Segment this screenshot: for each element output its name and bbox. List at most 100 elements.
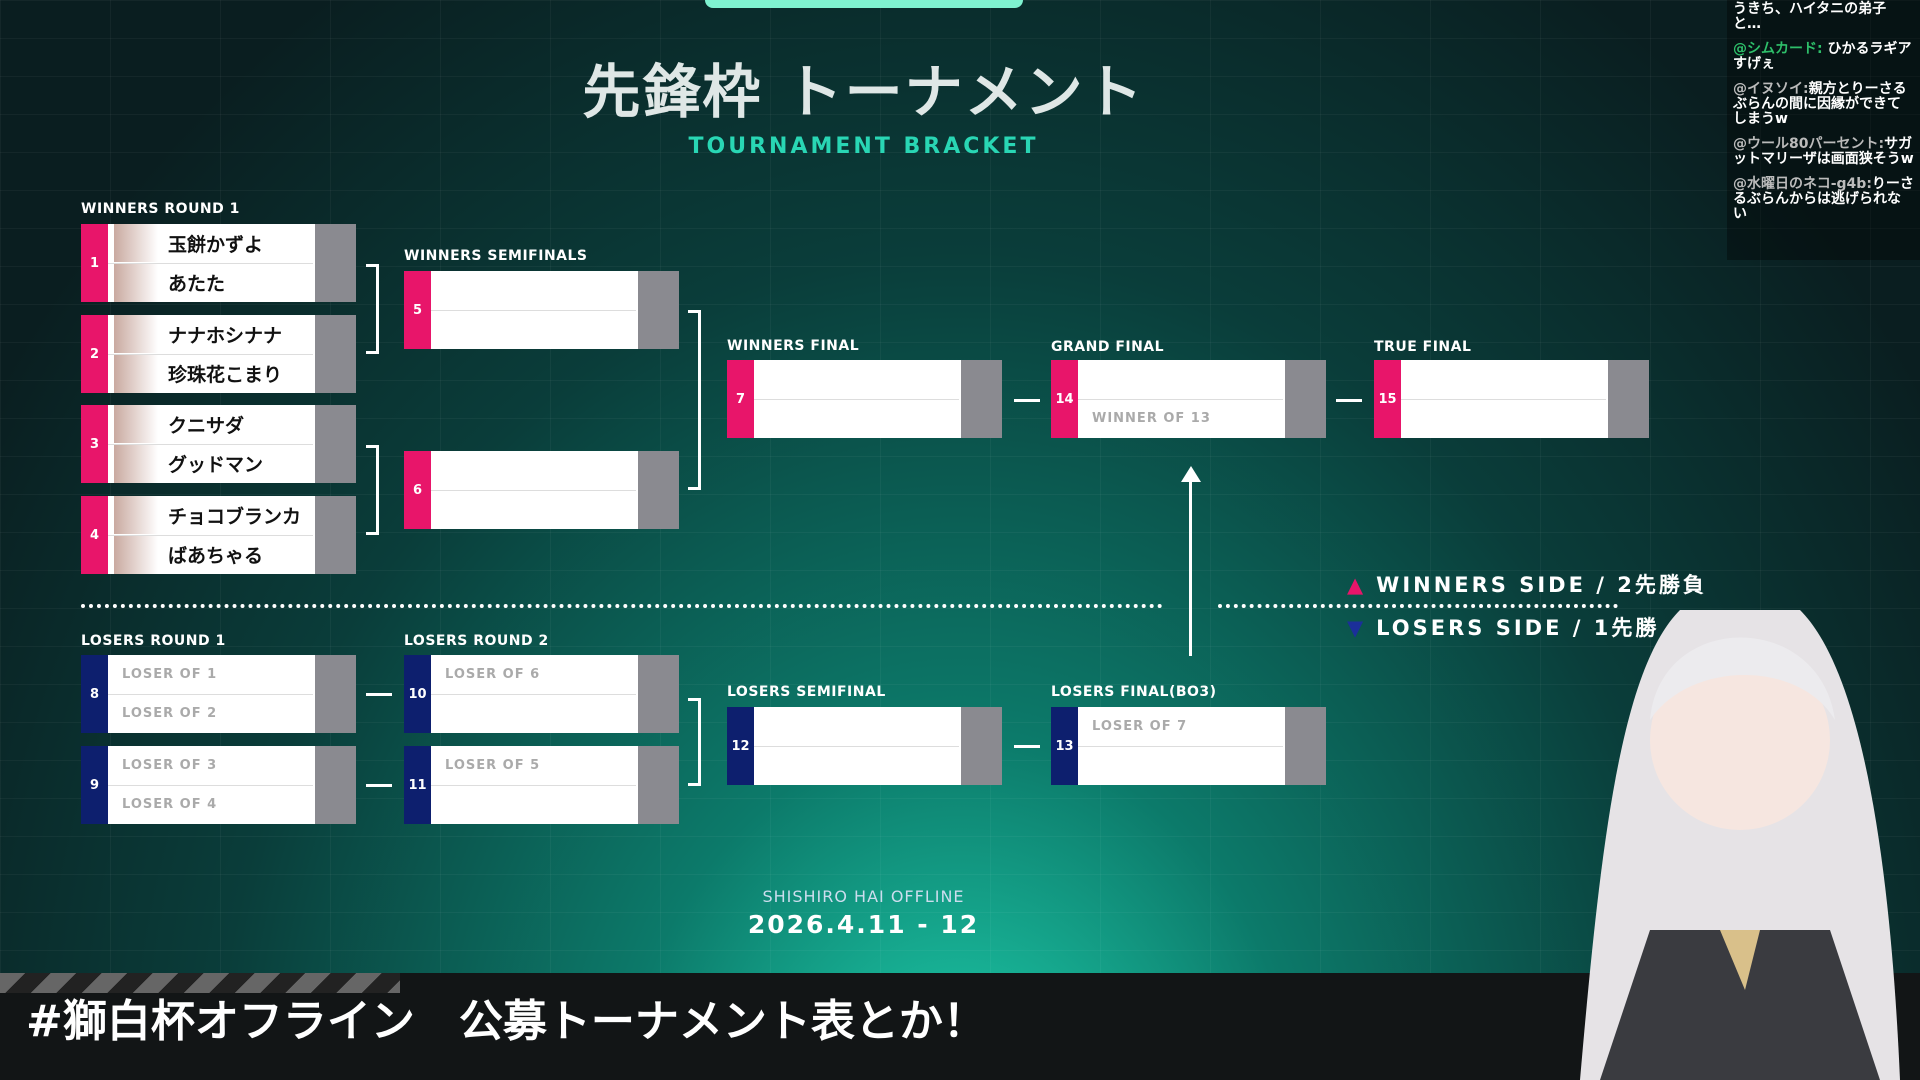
avatar [114, 315, 158, 354]
label-winners-semifinals: WINNERS SEMIFINALS [404, 248, 588, 264]
legend-winners-label: WINNERS SIDE / 2先勝負 [1376, 573, 1707, 597]
event-dates: 2026.4.11 - 12 [747, 910, 980, 939]
match-5[interactable]: 5 [404, 271, 679, 349]
match-number: 5 [404, 271, 431, 349]
event-name: SHISHIRO HAI OFFLINE [762, 887, 965, 906]
avatar [114, 496, 158, 535]
connector-dash [1014, 399, 1040, 402]
player-slot: クニサダ [108, 405, 313, 445]
bracket-connector [366, 445, 379, 535]
player-slot: ばあちゃる [108, 535, 313, 575]
bracket-connector [366, 264, 379, 354]
match-number: 9 [81, 746, 108, 824]
connector-dash [1014, 745, 1040, 748]
match-4[interactable]: 4 チョコブランカばあちゃる [81, 496, 356, 574]
triangle-up-icon: ▲ [1347, 573, 1367, 597]
score-box [1606, 360, 1649, 438]
chat-text: ひかるラギアすげぇ [1733, 41, 1912, 72]
avatar [114, 535, 158, 574]
connector-dash [366, 784, 392, 787]
player-name: ばあちゃる [168, 545, 264, 568]
chat-panel: うきち、ハイタニの弟子と… @シムカード: ひかるラギアすげぇ @イヌソイ:親方… [1727, 0, 1920, 260]
player-slot: あたた [108, 263, 313, 303]
empty-slot [754, 360, 959, 400]
player-name: 玉餅かずよ [168, 233, 264, 256]
chat-message: @イヌソイ:親方とりーさるぶらんの間に因縁ができてしまうw [1733, 82, 1914, 127]
score-box [313, 315, 356, 393]
empty-slot [1401, 400, 1606, 439]
empty-slot [431, 311, 636, 350]
empty-slot [1401, 360, 1606, 400]
player-name: クニサダ [168, 414, 245, 437]
chat-text: サガットマリーザは画面狭そうw [1733, 136, 1914, 167]
score-box [636, 746, 679, 824]
legend-winners: ▲ WINNERS SIDE / 2先勝負 [1347, 573, 1707, 598]
score-box [636, 655, 679, 733]
player-slot: グッドマン [108, 444, 313, 484]
match-7[interactable]: 7 [727, 360, 1002, 438]
chat-message: @水曜日のネコ-g4b:りーさるぶらんからは逃げられない [1733, 177, 1914, 222]
placeholder-slot: LOSER OF 3 [108, 746, 313, 786]
match-12[interactable]: 12 [727, 707, 1002, 785]
score-box [959, 360, 1002, 438]
match-number: 14 [1051, 360, 1078, 438]
match-number: 2 [81, 315, 108, 393]
chat-message: うきち、ハイタニの弟子と… [1733, 2, 1914, 32]
score-box [636, 451, 679, 529]
chat-user: @イヌソイ: [1733, 81, 1809, 97]
match-number: 13 [1051, 707, 1078, 785]
empty-slot [1078, 360, 1283, 400]
empty-slot [431, 271, 636, 311]
score-box [1283, 360, 1326, 438]
player-slot: チョコブランカ [108, 496, 313, 536]
label-grand-final: GRAND FINAL [1051, 339, 1165, 355]
avatar [114, 405, 158, 444]
score-box [313, 496, 356, 574]
score-box [313, 405, 356, 483]
match-2[interactable]: 2 ナナホシナナ珍珠花こまり [81, 315, 356, 393]
placeholder-slot: LOSER OF 4 [122, 797, 218, 813]
placeholder-slot: LOSER OF 7 [1078, 707, 1283, 747]
avatar [114, 263, 158, 302]
stream-caption: #獅白杯オフライン 公募トーナメント表とか！ [26, 996, 987, 1047]
score-box [959, 707, 1002, 785]
empty-slot [431, 491, 636, 530]
player-name: あたた [168, 273, 226, 296]
match-number: 6 [404, 451, 431, 529]
placeholder-slot: LOSER OF 5 [431, 746, 636, 786]
label-losers-final: LOSERS FINAL(BO3) [1051, 684, 1217, 700]
score-box [1283, 707, 1326, 785]
divider-dotted [1218, 604, 1618, 608]
bracket-connector [688, 698, 701, 786]
avatar [114, 224, 158, 263]
match-number: 4 [81, 496, 108, 574]
match-6[interactable]: 6 [404, 451, 679, 529]
empty-slot [754, 707, 959, 747]
divider-dotted [81, 604, 1163, 608]
advance-arrow-line [1189, 478, 1192, 656]
player-name: ナナホシナナ [168, 324, 283, 347]
label-winners-round-1: WINNERS ROUND 1 [81, 201, 240, 217]
chat-text: うきち、ハイタニの弟子と… [1733, 1, 1887, 32]
placeholder-slot: WINNER OF 13 [1092, 411, 1211, 427]
score-box [636, 271, 679, 349]
empty-slot [754, 400, 959, 439]
label-true-final: TRUE FINAL [1374, 339, 1472, 355]
vtuber-avatar [1580, 610, 1900, 1080]
bracket-connector [688, 310, 701, 490]
player-slot: ナナホシナナ [108, 315, 313, 355]
triangle-down-icon: ▼ [1347, 616, 1367, 640]
arrow-up-icon [1181, 466, 1201, 482]
placeholder-slot: LOSER OF 6 [431, 655, 636, 695]
player-name: チョコブランカ [168, 505, 302, 528]
match-15[interactable]: 15 [1374, 360, 1649, 438]
player-name: 珍珠花こまり [168, 364, 283, 387]
